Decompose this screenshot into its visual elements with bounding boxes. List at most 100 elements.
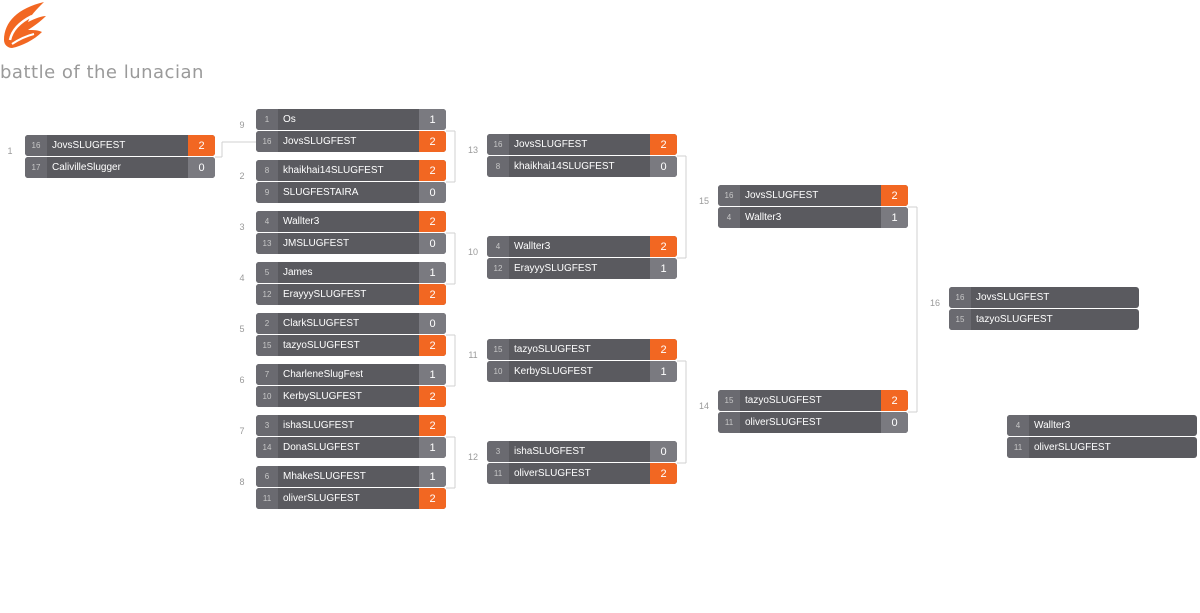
player-row[interactable]: 16 JovsSLUGFEST 2 xyxy=(25,135,215,156)
player-score: 2 xyxy=(419,211,446,232)
match-number: 14 xyxy=(698,401,709,411)
player-score: 0 xyxy=(650,156,677,177)
player-score: 1 xyxy=(419,109,446,130)
match-number: 3 xyxy=(239,222,245,232)
match-number: 11 xyxy=(468,350,478,360)
match-number: 5 xyxy=(239,324,245,334)
player-score: 1 xyxy=(419,262,446,283)
player-name: tazyoSLUGFEST xyxy=(514,344,591,355)
player-score: 0 xyxy=(188,157,215,178)
player-name: Wallter3 xyxy=(1034,420,1071,431)
player-name: CalivilleSlugger xyxy=(52,162,121,173)
player-name: ishaSLUGFEST xyxy=(514,446,586,457)
player-row[interactable]: 7 CharleneSlugFest 1 xyxy=(256,364,446,385)
player-seed: 16 xyxy=(25,135,47,156)
player-seed: 15 xyxy=(949,309,971,330)
match-number: 2 xyxy=(239,171,245,181)
match-number: 9 xyxy=(239,120,245,130)
player-score: 2 xyxy=(419,131,446,152)
match-number: 16 xyxy=(929,298,940,308)
player-seed: 3 xyxy=(487,441,509,462)
player-seed: 2 xyxy=(256,313,278,334)
player-seed: 12 xyxy=(256,284,278,305)
player-score: 1 xyxy=(650,361,677,382)
player-seed: 14 xyxy=(256,437,278,458)
player-name: Wallter3 xyxy=(514,241,551,252)
player-seed: 4 xyxy=(256,211,278,232)
player-score: 1 xyxy=(881,207,908,228)
player-seed: 1 xyxy=(256,109,278,130)
player-score: 0 xyxy=(419,313,446,334)
player-name: MhakeSLUGFEST xyxy=(283,471,366,482)
player-score: 1 xyxy=(650,258,677,279)
player-score: 1 xyxy=(419,364,446,385)
player-seed: 16 xyxy=(487,134,509,155)
player-score: 2 xyxy=(188,135,215,156)
player-name: CharleneSlugFest xyxy=(283,369,364,380)
player-seed: 10 xyxy=(487,361,509,382)
player-seed: 4 xyxy=(1007,415,1029,436)
player-seed: 7 xyxy=(256,364,278,385)
player-name: oliverSLUGFEST xyxy=(745,417,822,428)
player-score: 0 xyxy=(881,412,908,433)
player-row[interactable]: 4 Wallter3 xyxy=(1007,415,1197,436)
player-name: JovsSLUGFEST xyxy=(283,136,357,147)
player-name: SLUGFESTAIRA xyxy=(283,187,359,198)
player-name: khaikhai14SLUGFEST xyxy=(283,165,384,176)
player-name: JovsSLUGFEST xyxy=(52,140,126,151)
player-name: oliverSLUGFEST xyxy=(514,468,591,479)
page-title: battle of the lunacian xyxy=(0,62,204,83)
player-name: JovsSLUGFEST xyxy=(745,190,819,201)
player-score: 2 xyxy=(650,463,677,484)
